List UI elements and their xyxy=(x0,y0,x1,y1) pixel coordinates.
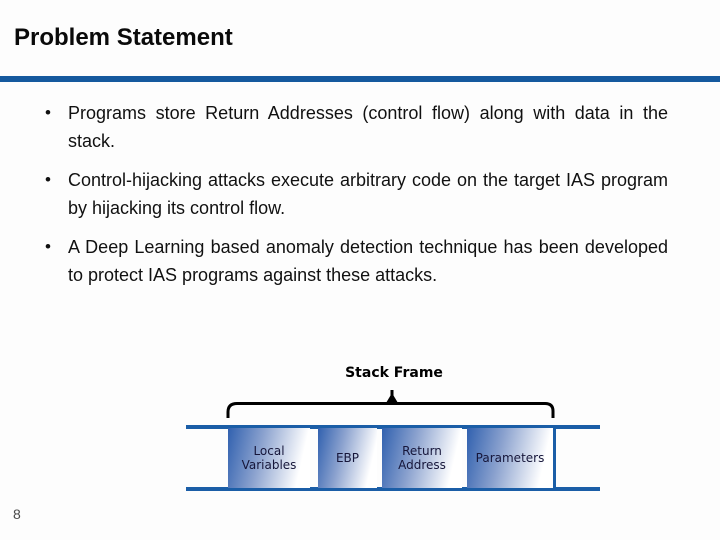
title-underline xyxy=(0,76,720,82)
stack-frame-brace xyxy=(226,390,555,418)
bullet-marker: • xyxy=(45,237,51,256)
stack-frame-label: Stack Frame xyxy=(345,365,443,381)
bullet-text: A Deep Learning based anomaly detection … xyxy=(68,237,668,285)
memory-band-divider xyxy=(552,425,556,491)
bullet-list: • Programs store Return Addresses (contr… xyxy=(45,99,668,300)
stack-cell-ebp: EBP xyxy=(318,428,377,488)
bullet-item: • A Deep Learning based anomaly detectio… xyxy=(45,233,668,289)
stack-cell-return-address: Return Address xyxy=(382,428,462,488)
bullet-text: Control-hijacking attacks execute arbitr… xyxy=(68,170,668,218)
stack-cell-parameters: Parameters xyxy=(467,428,553,488)
bullet-marker: • xyxy=(45,103,51,122)
slide-title: Problem Statement xyxy=(14,24,233,51)
bullet-item: • Control-hijacking attacks execute arbi… xyxy=(45,166,668,222)
bullet-marker: • xyxy=(45,170,51,189)
page-number: 8 xyxy=(13,506,21,522)
bullet-text: Programs store Return Addresses (control… xyxy=(68,103,668,151)
stack-cell-local-variables: Local Variables xyxy=(228,428,310,488)
memory-band-bottom-line xyxy=(186,487,600,491)
memory-band-top-line xyxy=(186,425,600,429)
bullet-item: • Programs store Return Addresses (contr… xyxy=(45,99,668,155)
